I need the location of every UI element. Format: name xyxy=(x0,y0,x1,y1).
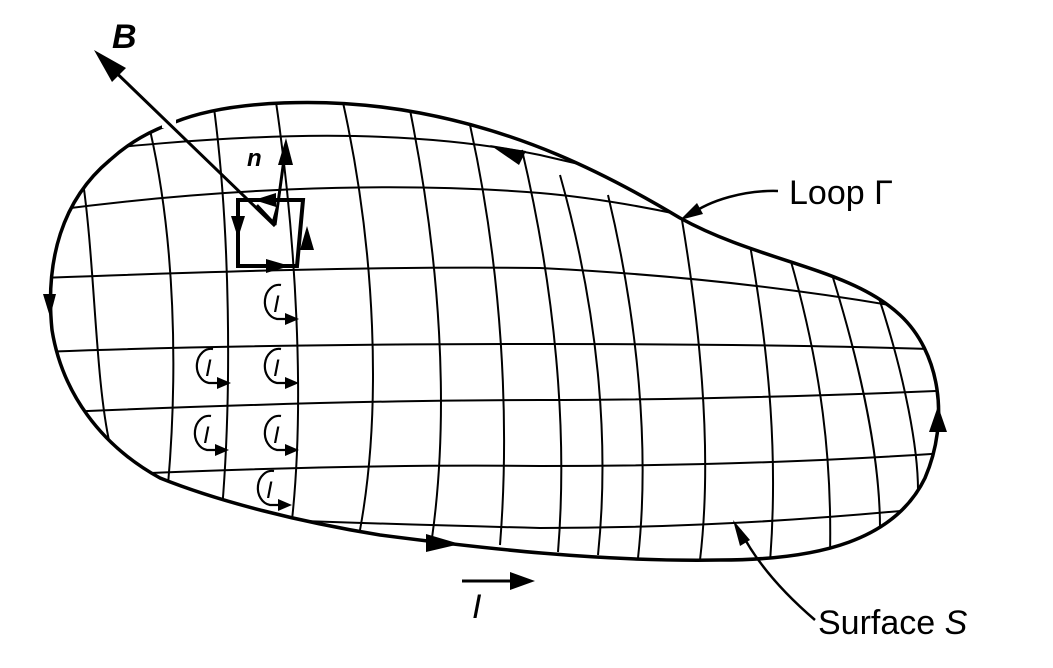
cell-current-label: I xyxy=(273,355,280,382)
loop-label: Loop Γ xyxy=(789,174,893,212)
cell-current-label: I xyxy=(205,355,212,382)
current-label: I xyxy=(472,588,482,626)
loop-label-prefix: Loop xyxy=(789,174,874,212)
loop-boundary xyxy=(48,100,941,562)
loop-arrow-top xyxy=(490,145,526,165)
cell-current-loop: I xyxy=(263,414,299,456)
loop-leader-arrow xyxy=(680,203,703,220)
loop-leader-line xyxy=(689,189,779,217)
surface-leader-line xyxy=(738,529,816,621)
cell-current-label: I xyxy=(203,422,210,449)
cell-current-label: I xyxy=(266,477,273,504)
loop-symbol: Γ xyxy=(874,174,893,212)
cell-current-loops: I I I I I I xyxy=(193,283,299,511)
loop-arrow-bottom xyxy=(426,534,460,552)
current-arrow xyxy=(462,572,535,590)
normal-label: n xyxy=(247,145,262,172)
highlighted-cell xyxy=(236,198,306,268)
loop-gap xyxy=(162,112,176,128)
cell-current-loop: I xyxy=(256,469,292,511)
cell-current-loop: I xyxy=(263,283,299,325)
surface-label: Surface S xyxy=(818,604,968,642)
cell-current-loop: I xyxy=(263,347,299,389)
loop-arrow-left xyxy=(43,294,56,317)
normal-vector-n xyxy=(273,138,293,226)
loop-arrow-right xyxy=(929,406,947,432)
right-angle-marker xyxy=(256,203,280,225)
grid-meridian-lines xyxy=(81,102,919,561)
cell-current-loop: I xyxy=(195,347,231,389)
surface-label-prefix: Surface xyxy=(818,604,945,642)
surface-grid xyxy=(50,102,939,561)
surface-symbol: S xyxy=(945,604,968,642)
highlighted-cell-arrows xyxy=(231,193,314,273)
cell-current-label: I xyxy=(273,291,280,318)
cell-current-label: I xyxy=(273,422,280,449)
field-label: B xyxy=(112,18,137,56)
loop-direction-arrows xyxy=(43,145,947,552)
surface-leader-arrow xyxy=(733,520,750,546)
cell-current-loop: I xyxy=(193,414,229,456)
